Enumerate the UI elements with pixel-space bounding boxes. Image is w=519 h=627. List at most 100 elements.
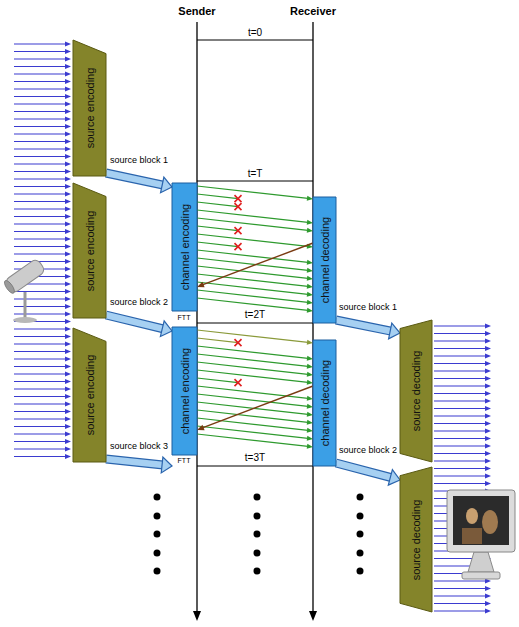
continuation-dot <box>357 494 364 501</box>
node-shape <box>400 320 432 462</box>
input-frame-line <box>14 328 66 329</box>
input-frame-head <box>65 191 71 196</box>
input-frame-head <box>65 274 71 279</box>
input-frame-head <box>65 56 71 61</box>
output-frame-arrow <box>434 608 491 613</box>
input-frame-arrow <box>14 401 71 406</box>
output-frame-head <box>485 383 491 388</box>
input-frame-line <box>14 291 66 292</box>
output-frame-arrow <box>434 443 491 448</box>
output-frame-line <box>434 453 486 454</box>
input-frame-line <box>14 103 66 104</box>
output-frame-arrow <box>434 586 491 591</box>
input-frame-arrow <box>14 49 71 54</box>
output-frame-head <box>485 323 491 328</box>
time-line <box>197 40 313 41</box>
input-frame-line <box>14 403 66 404</box>
output-frame-line <box>434 340 486 341</box>
continuation-dot <box>154 513 161 520</box>
output-frame-head <box>485 466 491 471</box>
input-frame-head <box>65 199 71 204</box>
source-encoding-band: source encoding <box>73 328 106 462</box>
node-label: channel decoding <box>318 360 331 446</box>
packet-head <box>307 268 313 273</box>
node-label: source decoding <box>410 499 423 580</box>
output-frame-arrow <box>434 421 491 426</box>
timeline-arrowhead <box>193 611 201 621</box>
output-frame-line <box>434 580 486 581</box>
output-frame-head <box>485 406 491 411</box>
source-block-arrow <box>336 463 400 485</box>
node-label: channel encoding <box>178 204 191 290</box>
input-frame-line <box>14 51 66 52</box>
input-frame-line <box>14 156 66 157</box>
input-frame-head <box>65 251 71 256</box>
input-frame-head <box>65 139 71 144</box>
input-frame-line <box>14 88 66 89</box>
input-frame-line <box>14 456 66 457</box>
input-frame-line <box>14 186 66 187</box>
block-arrow-body <box>106 315 163 329</box>
output-frame-arrow <box>434 458 491 463</box>
source-decoding-band: source decoding <box>400 320 432 462</box>
channel-encoding-box: channel encoding <box>172 327 197 455</box>
input-frame-head <box>65 184 71 189</box>
packet-head <box>307 364 313 369</box>
source-block-arrow <box>106 457 172 473</box>
packet-line <box>197 394 308 406</box>
loss-cross <box>235 379 242 386</box>
continuation-dot <box>254 550 261 557</box>
packet-arrow <box>197 250 313 265</box>
output-frame-head <box>485 593 491 598</box>
continuation-dot <box>357 531 364 538</box>
packet-head <box>307 396 313 401</box>
packet-head <box>307 220 313 225</box>
block-arrow-body <box>106 459 163 465</box>
node-shape <box>313 340 336 466</box>
input-frame-head <box>65 236 71 241</box>
output-frame-head <box>485 398 491 403</box>
input-frame-line <box>14 351 66 352</box>
input-frame-arrow <box>14 176 71 181</box>
input-frame-head <box>65 71 71 76</box>
output-frame-line <box>434 603 486 604</box>
source-block-arrow <box>336 320 400 339</box>
output-frame-line <box>434 595 486 596</box>
packet-arrow <box>197 418 313 433</box>
packet-arrow <box>197 186 313 201</box>
input-frame-head <box>65 281 71 286</box>
input-frame-line <box>14 208 66 209</box>
input-frame-line <box>14 178 66 179</box>
input-frame-head <box>65 311 71 316</box>
packet-head <box>307 420 313 425</box>
packet-arrow <box>197 426 313 441</box>
source-encoding-band: source encoding <box>73 183 106 318</box>
ftt-mark: FTT <box>178 314 191 322</box>
output-frame-head <box>485 443 491 448</box>
input-frame-head <box>65 371 71 376</box>
packet-line <box>197 266 308 278</box>
output-frame-arrow <box>434 368 491 373</box>
input-frame-head <box>65 259 71 264</box>
input-frame-line <box>14 373 66 374</box>
node-shape <box>400 467 432 612</box>
input-frame-arrow <box>14 371 71 376</box>
input-frame-arrow <box>14 131 71 136</box>
output-frame-head <box>485 391 491 396</box>
output-frame-line <box>434 430 486 431</box>
input-frame-head <box>65 364 71 369</box>
output-frame-line <box>434 355 486 356</box>
output-frame-head <box>485 451 491 456</box>
input-frame-head <box>65 214 71 219</box>
input-frame-head <box>65 131 71 136</box>
input-frame-head <box>65 416 71 421</box>
packet-head <box>307 260 313 265</box>
input-frame-arrow <box>14 311 71 316</box>
output-frame-arrow <box>434 428 491 433</box>
input-frame-head <box>65 379 71 384</box>
timeline <box>196 22 197 612</box>
input-frame-head <box>65 154 71 159</box>
output-frame-line <box>434 445 486 446</box>
input-frame-head <box>65 79 71 84</box>
input-frame-arrow <box>14 394 71 399</box>
